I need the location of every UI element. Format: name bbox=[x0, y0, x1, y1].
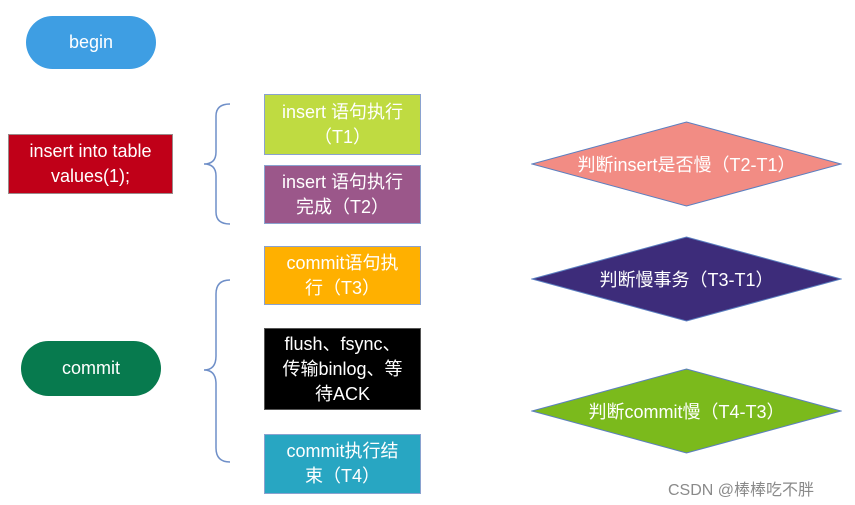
t4-node: commit执行结 束（T4） bbox=[264, 434, 421, 494]
decision-commit-slow: 判断commit慢（T4-T3） bbox=[531, 368, 842, 454]
decision-commit-slow-label: 判断commit慢（T4-T3） bbox=[588, 402, 785, 422]
t4-line2: 束（T4） bbox=[304, 466, 380, 486]
t2-line2: 完成（T2） bbox=[295, 196, 389, 217]
t34-line3: 待ACK bbox=[314, 383, 370, 404]
t3-line1: commit语句执 bbox=[286, 252, 399, 273]
insert-sql-node: insert into table values(1); bbox=[8, 134, 173, 194]
t2-node: insert 语句执行 完成（T2） bbox=[264, 165, 421, 224]
insert-sql-line2: values(1); bbox=[50, 166, 130, 186]
t34-line2: 传输binlog、等 bbox=[282, 358, 403, 379]
decision-slow-transaction-label: 判断慢事务（T3-T1） bbox=[599, 270, 774, 290]
begin-label: begin bbox=[68, 32, 114, 52]
t3-node: commit语句执 行（T3） bbox=[264, 246, 421, 305]
commit-label: commit bbox=[62, 358, 120, 378]
flush-fsync-node: flush、fsync、 传输binlog、等 待ACK bbox=[264, 328, 421, 410]
begin-node: begin bbox=[26, 16, 156, 69]
t4-line1: commit执行结 bbox=[286, 441, 399, 461]
decision-slow-transaction: 判断慢事务（T3-T1） bbox=[531, 236, 842, 322]
watermark: CSDN @棒棒吃不胖 bbox=[668, 482, 815, 499]
decision-insert-slow-label: 判断insert是否慢（T2-T1） bbox=[577, 155, 796, 175]
commit-brace bbox=[203, 279, 231, 463]
t3-line2: 行（T3） bbox=[304, 277, 380, 298]
commit-node: commit bbox=[21, 341, 161, 396]
t34-line1: flush、fsync、 bbox=[284, 333, 401, 354]
t1-node: insert 语句执行 （T1） bbox=[264, 94, 421, 155]
insert-brace bbox=[203, 103, 231, 225]
t1-line1: insert 语句执行 bbox=[281, 101, 404, 122]
t1-line2: （T1） bbox=[313, 126, 371, 147]
t2-line1: insert 语句执行 bbox=[281, 171, 404, 192]
insert-sql-line1: insert into table bbox=[29, 141, 152, 161]
decision-insert-slow: 判断insert是否慢（T2-T1） bbox=[531, 121, 842, 207]
